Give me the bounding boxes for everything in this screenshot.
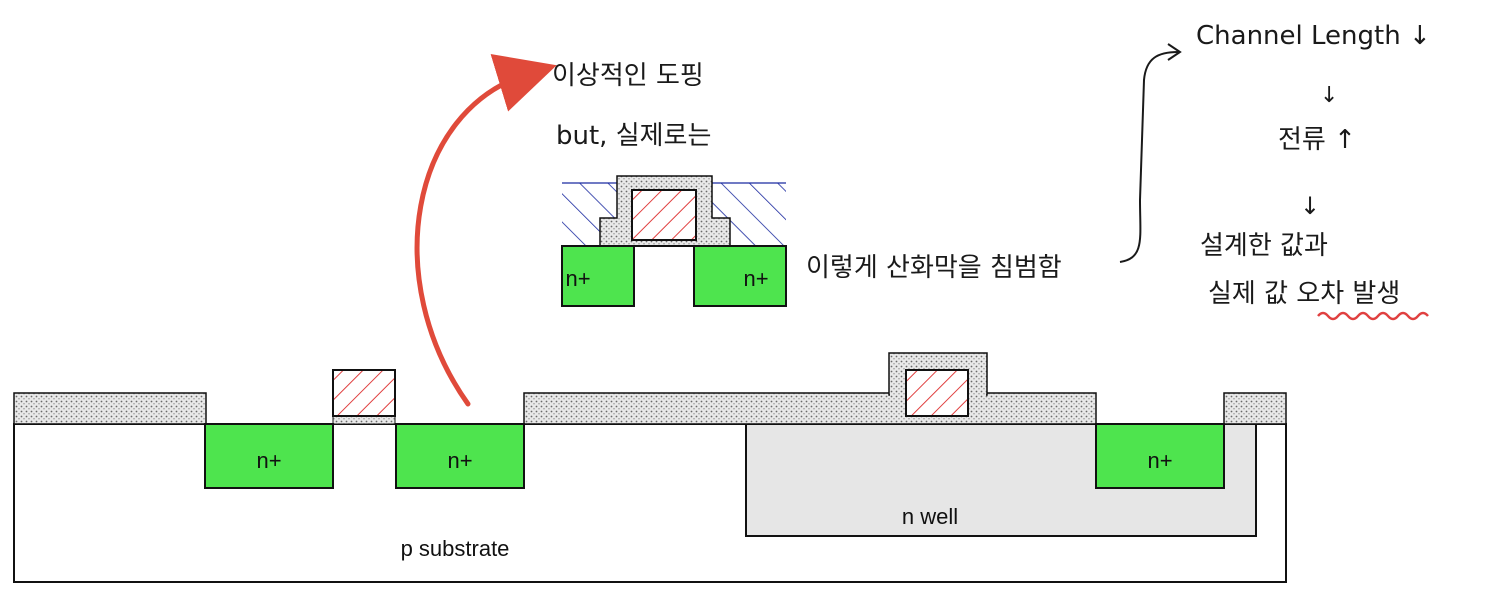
p-substrate-label: p substrate xyxy=(401,536,510,561)
main-cross-section: n+ n+ n+ n well p substrate xyxy=(13,352,1287,583)
oxide-right xyxy=(1223,392,1287,425)
oxide-left xyxy=(13,392,207,425)
note-but-actual: but, 실제로는 xyxy=(556,121,711,151)
inset-gate xyxy=(631,189,697,241)
n-plus-label-2: n+ xyxy=(447,448,472,473)
red-squiggle-underline xyxy=(1317,311,1429,321)
n-plus-label-1: n+ xyxy=(256,448,281,473)
inset-n-plus-label-right: n+ xyxy=(743,266,768,291)
gate-oxide-left xyxy=(332,415,396,425)
n-plus-label-3: n+ xyxy=(1147,448,1172,473)
inset-actual-doping: n+ n+ xyxy=(561,175,787,307)
note-design-value: 설계한 값과 xyxy=(1200,231,1328,261)
bracket-arrow xyxy=(1119,51,1179,263)
gate-right xyxy=(905,369,969,417)
n-plus-region-1 xyxy=(204,423,334,489)
red-curved-arrow xyxy=(414,54,557,407)
inset-n-plus-label-left: n+ xyxy=(565,266,590,291)
note-ideal-doping: 이상적인 도핑 xyxy=(552,61,704,91)
inset-field-oxide-left xyxy=(562,183,617,246)
n-well-label: n well xyxy=(902,504,958,529)
n-plus-region-3 xyxy=(1095,423,1225,489)
note-current-up: 전류 ↑ xyxy=(1278,125,1356,155)
inset-n-plus-right xyxy=(693,245,787,307)
note-error-occurs: 실제 값 오차 발생 xyxy=(1208,279,1400,309)
down-arrow-1: ↓ xyxy=(1320,83,1338,108)
n-plus-region-2 xyxy=(395,423,525,489)
down-arrow-2: ↓ xyxy=(1300,192,1320,220)
oxide-middle xyxy=(523,392,1097,425)
gate-left xyxy=(332,369,396,417)
note-oxide-invasion: 이렇게 산화막을 침범함 xyxy=(806,253,1062,283)
note-channel-length: Channel Length ↓ xyxy=(1196,21,1431,51)
